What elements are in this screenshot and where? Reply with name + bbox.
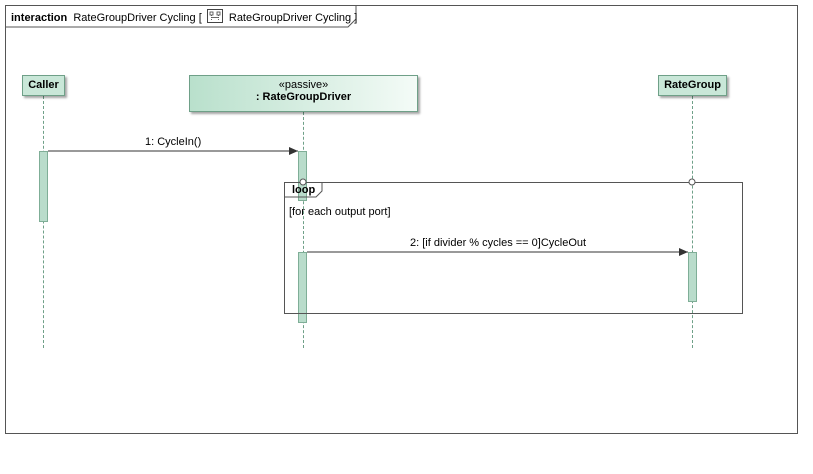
lifeline-caller-name: Caller [28, 79, 59, 91]
frame-bracket-close: ] [354, 12, 358, 24]
frame-diagram-name: RateGroupDriver Cycling [228, 12, 352, 24]
driver-activation-1[interactable] [298, 151, 307, 201]
driver-lifeline [303, 112, 304, 348]
loop-guard: [for each output port] [289, 206, 391, 218]
diagram-frame-icon [206, 9, 223, 23]
caller-activation[interactable] [39, 151, 48, 222]
lifeline-rategroup[interactable]: RateGroup [658, 75, 727, 96]
lifeline-rategroup-name: RateGroup [664, 79, 721, 91]
loop-operator: loop [292, 184, 316, 196]
caller-lifeline [43, 96, 44, 348]
frame-title: interaction RateGroupDriver Cycling [ Ra… [11, 9, 357, 24]
message-1-label[interactable]: 1: CycleIn() [145, 136, 202, 148]
driver-activation-2[interactable] [298, 252, 307, 323]
loop-fragment[interactable] [284, 182, 743, 314]
message-2-label[interactable]: 2: [if divider % cycles == 0]CycleOut [410, 237, 587, 249]
lifeline-driver-name: : RateGroupDriver [255, 91, 352, 103]
rategroup-lifeline [692, 96, 693, 348]
lifeline-rategroupdriver[interactable]: «passive» : RateGroupDriver [189, 75, 418, 112]
rategroup-fragment-marker [688, 178, 696, 186]
message-2-arrowhead [679, 248, 688, 256]
frame-keyword: interaction [11, 12, 68, 24]
frame-bracket-open: [ [198, 12, 202, 24]
interaction-frame [5, 5, 798, 434]
rategroup-activation[interactable] [688, 252, 697, 302]
lifeline-caller[interactable]: Caller [22, 75, 65, 96]
driver-fragment-marker [299, 178, 307, 186]
message-1-arrowhead [289, 147, 298, 155]
lifeline-driver-stereotype: «passive» [278, 79, 329, 91]
frame-name: RateGroupDriver Cycling [73, 12, 196, 24]
